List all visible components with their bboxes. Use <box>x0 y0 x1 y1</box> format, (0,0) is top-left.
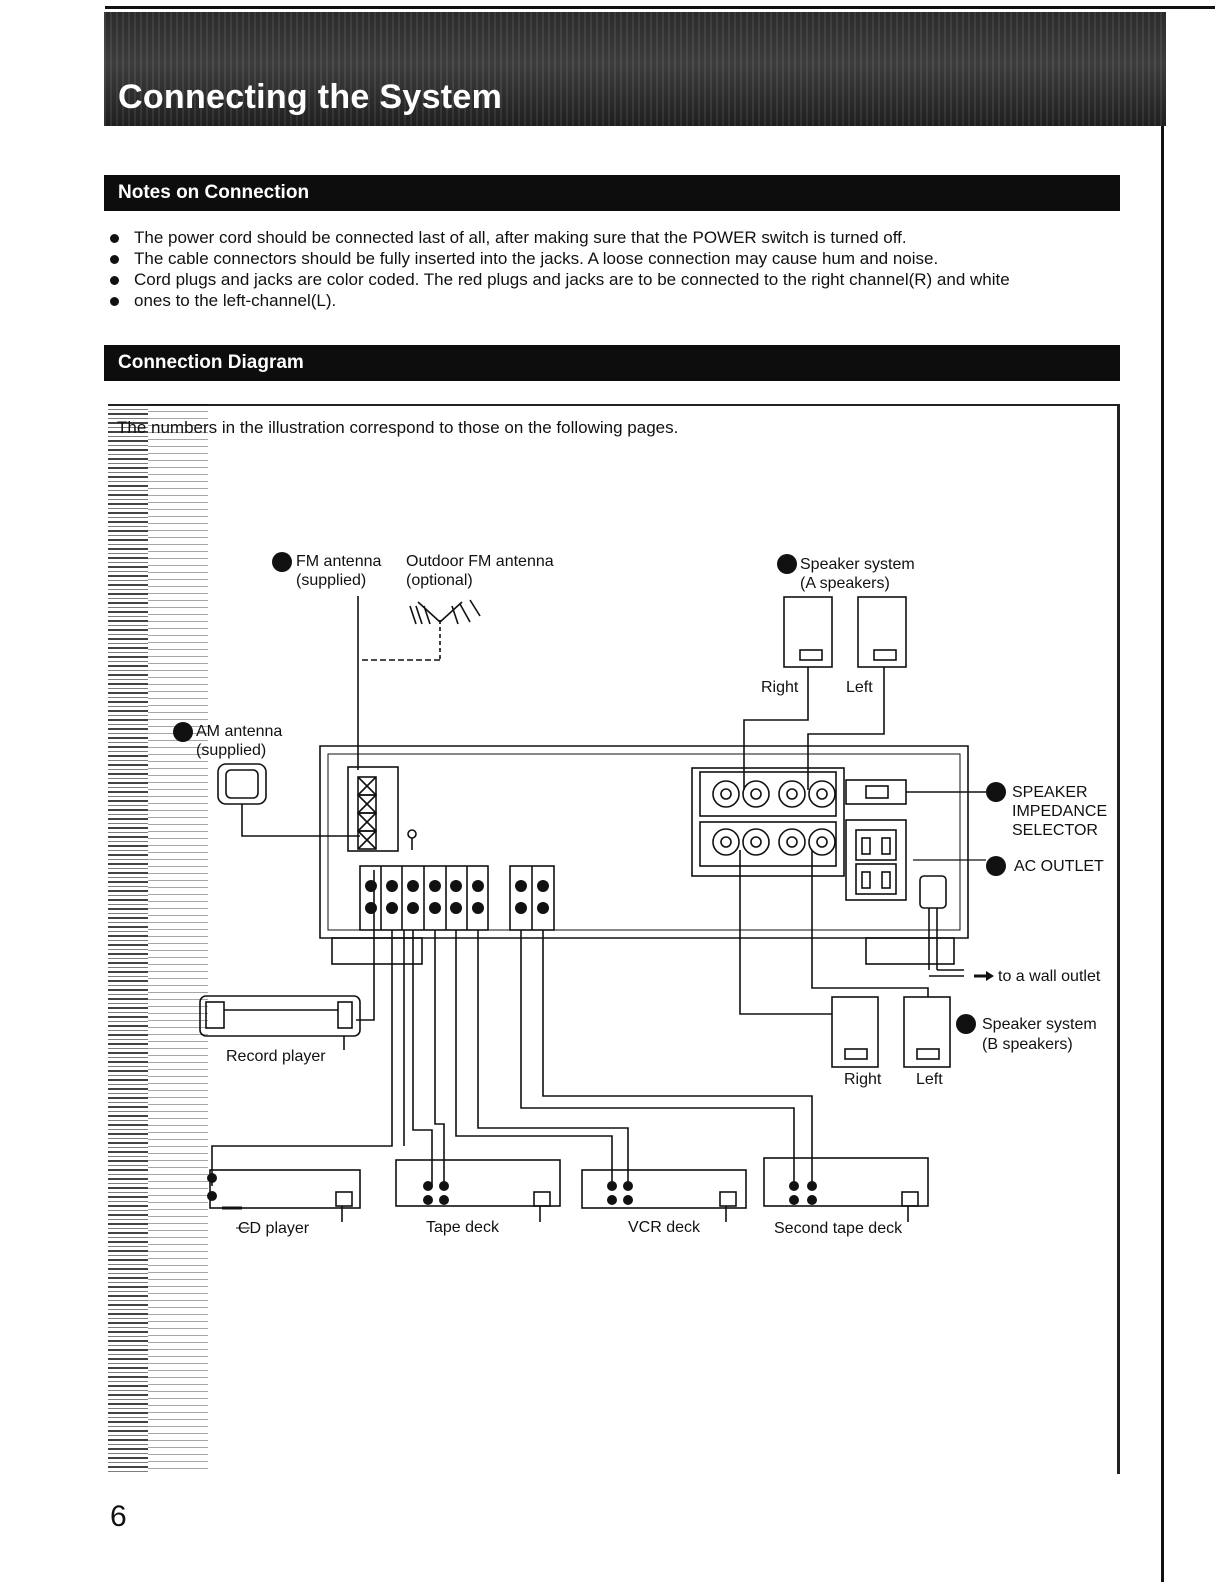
speaker-a-right <box>783 596 833 668</box>
scan-edge-fade <box>148 404 208 1474</box>
impedance-label-2: IMPEDANCE <box>1012 803 1107 820</box>
rca-jacks <box>359 865 555 931</box>
top-rule <box>105 6 1215 9</box>
note-item: The cable connectors should be fully ins… <box>108 249 1108 269</box>
record-player <box>199 870 375 1050</box>
wall-outlet-label: to a wall outlet <box>998 968 1101 985</box>
impedance-selector <box>845 779 907 805</box>
cd-player <box>209 1169 361 1222</box>
outdoor-fm-antenna-icon <box>409 599 481 625</box>
note-item-continued: ones to the left-channel(L). <box>108 291 1108 311</box>
badge-number: 1 <box>179 724 187 740</box>
impedance-label-1: SPEAKER <box>1012 784 1088 801</box>
badge-number: 3 <box>992 784 1000 800</box>
diagram-frame <box>108 404 1120 1474</box>
outdoor-fm-label: Outdoor FM antenna <box>406 553 554 570</box>
second-tape-deck-label: Second tape deck <box>774 1220 903 1237</box>
diagram-note: The numbers in the illustration correspo… <box>117 418 679 437</box>
speaker-a-label: Speaker system <box>800 556 915 573</box>
speaker-b-left <box>903 996 951 1068</box>
cd-player-label: CD player <box>238 1220 310 1237</box>
second-tape-deck <box>763 1157 929 1222</box>
fm-antenna-wire <box>357 596 441 770</box>
badge-number: 2 <box>278 554 286 570</box>
speaker-b-right-label: Right <box>844 1071 882 1088</box>
antenna-terminal <box>347 766 417 852</box>
am-antenna-label: AM antenna <box>196 723 282 740</box>
scan-edge-artifact <box>108 404 148 1474</box>
note-item: The power cord should be connected last … <box>108 228 1108 248</box>
badge-number: 4 <box>992 858 1000 874</box>
speaker-b-right <box>831 996 879 1068</box>
badge-number: 3 <box>962 1016 970 1032</box>
am-antenna-sub: (supplied) <box>196 742 266 759</box>
diagram-heading: Connection Diagram <box>104 345 1120 381</box>
component-jack-dots <box>207 1173 817 1205</box>
speaker-a-left <box>857 596 907 668</box>
page-title: Connecting the System <box>118 78 503 116</box>
record-player-label: Record player <box>226 1048 326 1065</box>
speaker-terminals <box>691 767 845 877</box>
number-badges: 2 3 1 3 4 3 <box>173 552 1006 1034</box>
power-cord <box>913 859 986 977</box>
page-number: 6 <box>110 1500 127 1533</box>
speaker-b-left-label: Left <box>916 1071 943 1088</box>
am-antenna-loop <box>217 763 360 837</box>
outdoor-fm-sub: (optional) <box>406 572 473 589</box>
right-margin-rule <box>1161 12 1164 1582</box>
note-item: Cord plugs and jacks are color coded. Th… <box>108 270 1108 290</box>
badge-number: 3 <box>783 556 791 572</box>
notes-heading: Notes on Connection <box>104 175 1120 211</box>
speaker-a-left-label: Left <box>846 679 873 696</box>
speaker-a-right-label: Right <box>761 679 799 696</box>
tape-deck-label: Tape deck <box>426 1219 500 1236</box>
notes-list: The power cord should be connected last … <box>108 228 1108 312</box>
signal-cables <box>211 930 813 1186</box>
receiver-rear-panel <box>319 745 969 965</box>
ac-outlet <box>845 819 907 901</box>
ac-outlet-label: AC OUTLET <box>1014 858 1104 875</box>
rca-jack-dots <box>365 880 549 914</box>
impedance-label-3: SELECTOR <box>1012 822 1098 839</box>
vcr-deck <box>581 1169 747 1222</box>
fm-antenna-label: FM antenna <box>296 553 381 570</box>
speaker-a-sub: (A speakers) <box>800 575 890 592</box>
title-banner: Connecting the System <box>104 12 1166 126</box>
speaker-b-sub: (B speakers) <box>982 1036 1073 1053</box>
vcr-deck-label: VCR deck <box>628 1219 701 1236</box>
fm-antenna-sub: (supplied) <box>296 572 366 589</box>
speaker-b-label: Speaker system <box>982 1016 1097 1033</box>
tape-deck <box>395 1159 561 1222</box>
